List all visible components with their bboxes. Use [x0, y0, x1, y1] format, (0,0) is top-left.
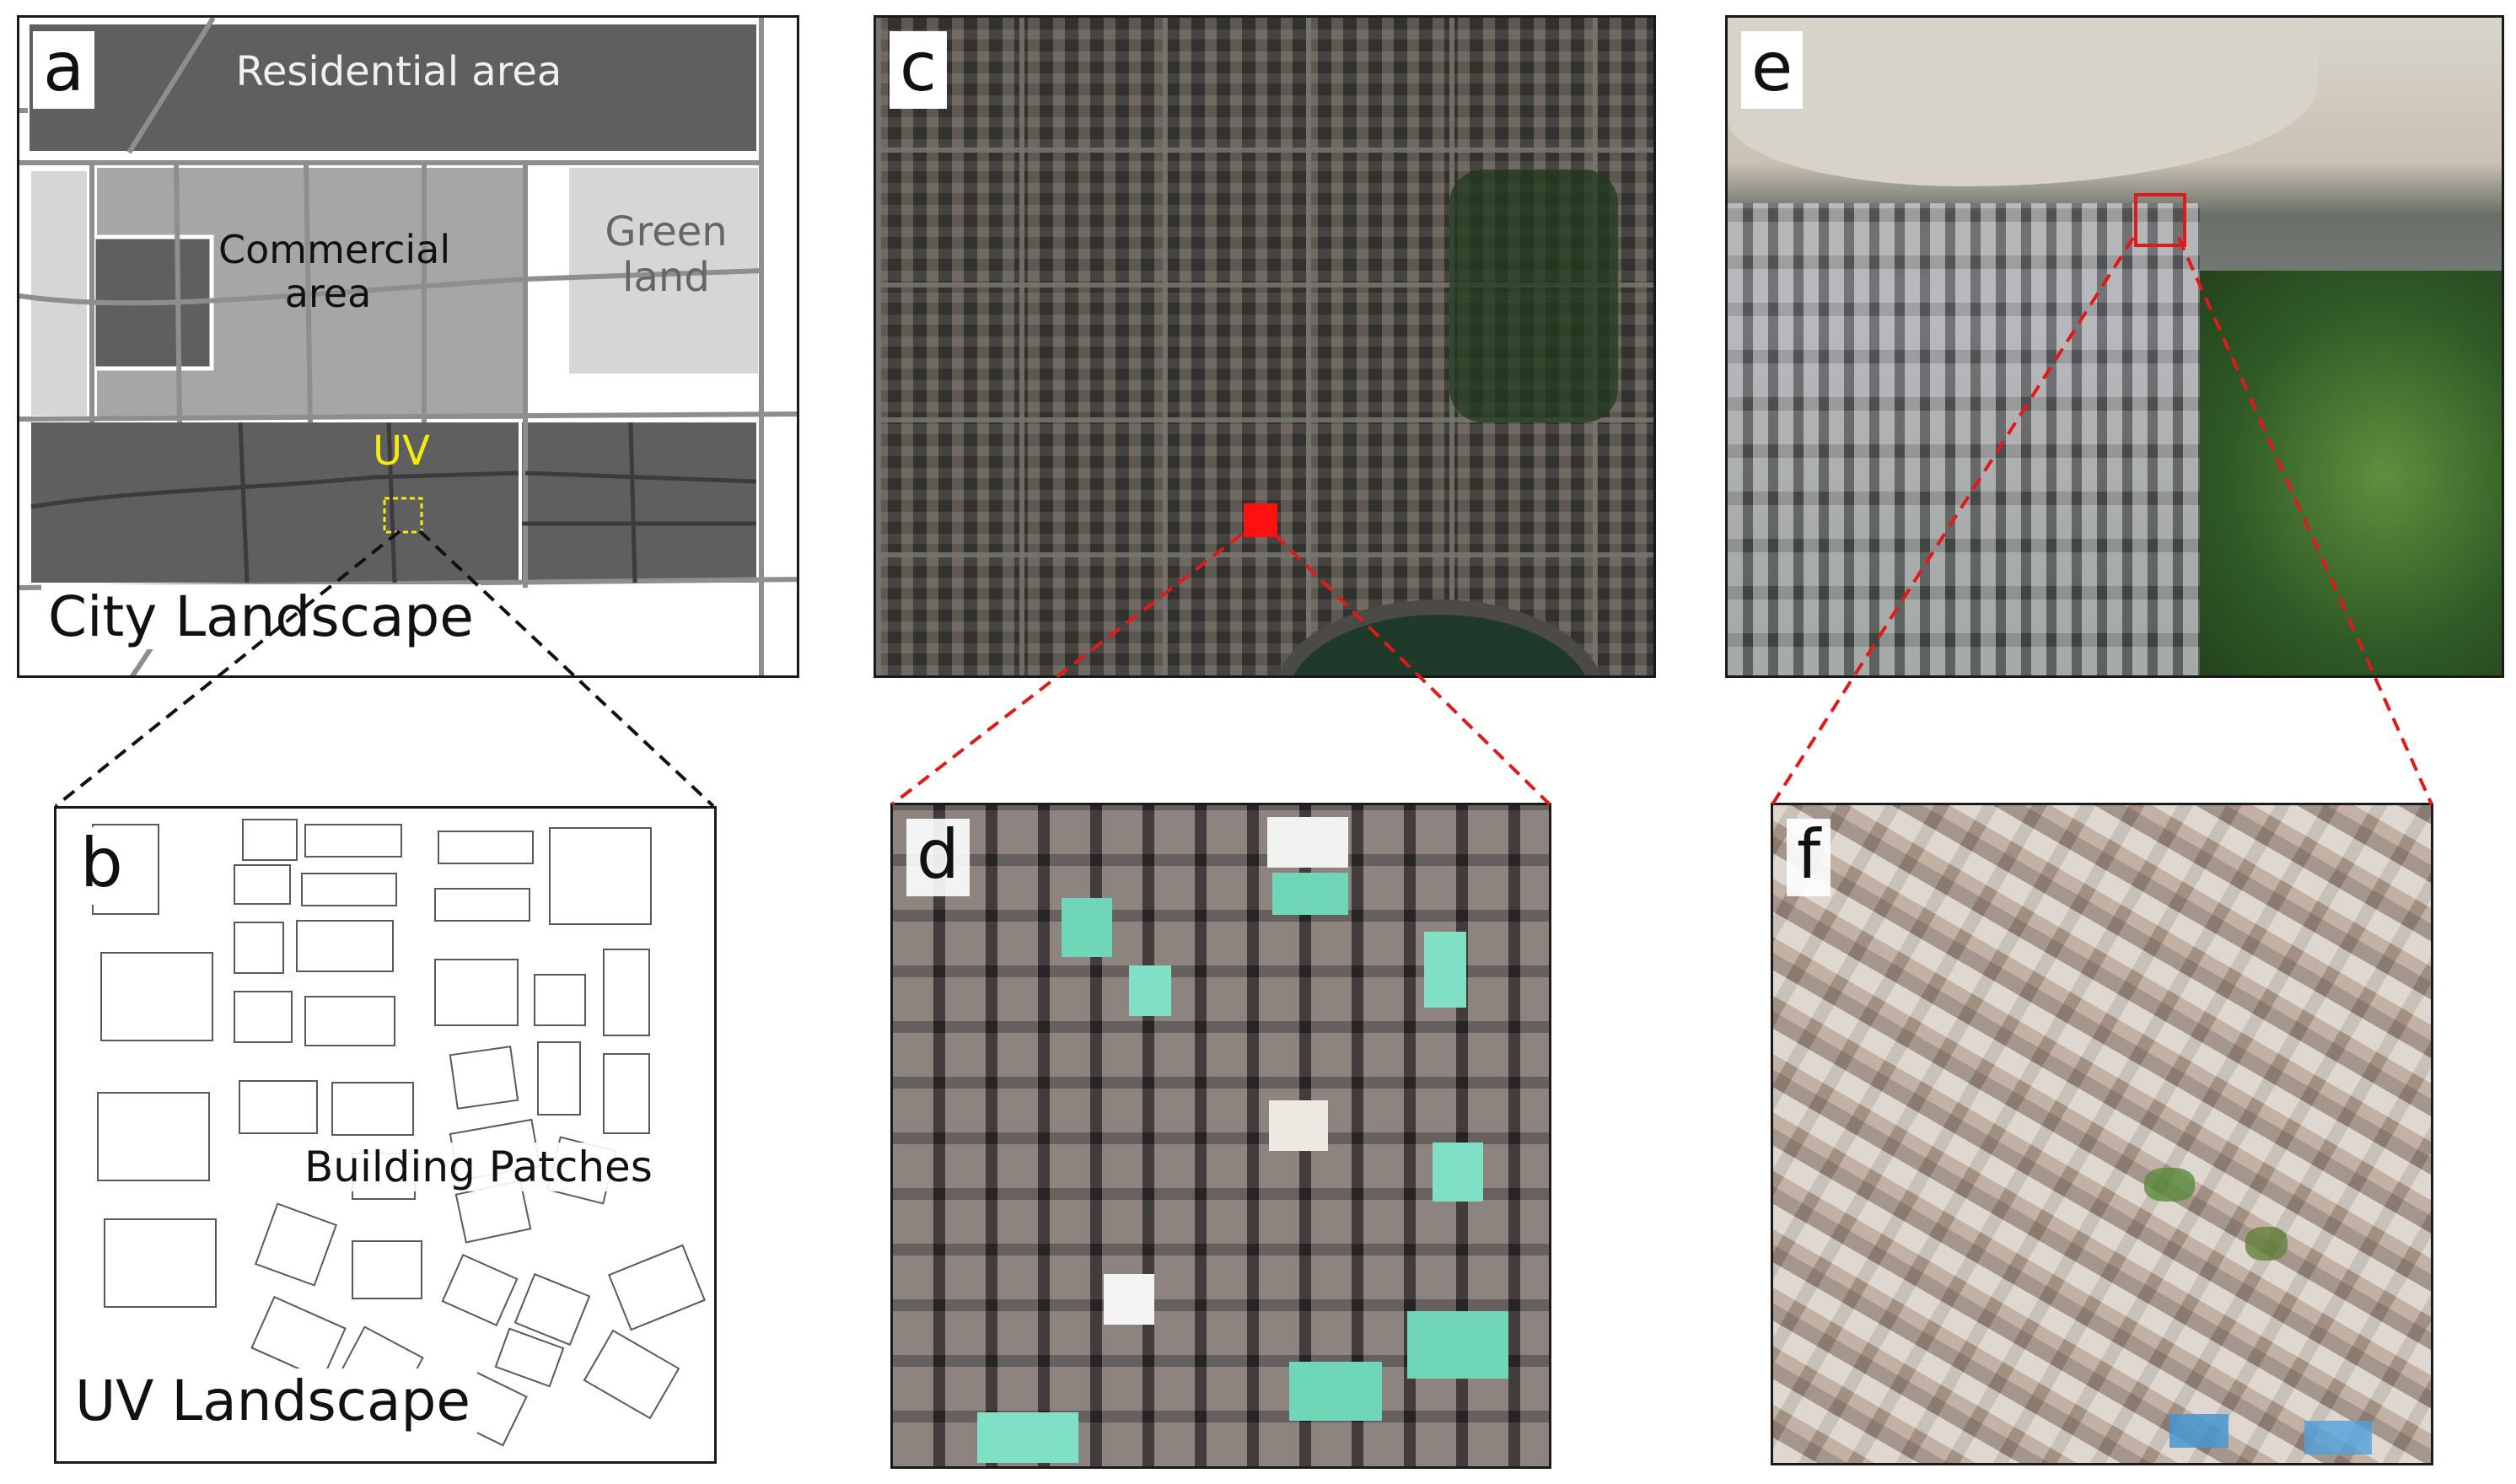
green-land-label: Green land: [605, 208, 728, 301]
cyan-roof: [977, 1412, 1078, 1463]
green-roof: [2245, 1227, 2288, 1261]
building-patch: [104, 1218, 217, 1308]
cyan-roof: [1129, 965, 1171, 1016]
building-patch: [434, 888, 530, 922]
building-patch: [441, 1254, 519, 1326]
uv-highlight-box: [383, 497, 423, 534]
building-patches-label: Building Patches: [298, 1143, 659, 1191]
cyan-roof: [1433, 1143, 1483, 1202]
panel-f-zoomed-aerial: f: [1771, 803, 2433, 1465]
golf-course: [2200, 271, 2502, 675]
panel-c-satellite-image: c: [874, 15, 1656, 678]
panel-a-label: a: [33, 31, 95, 109]
building-patch: [438, 831, 534, 864]
building-patch: [242, 819, 298, 861]
cyan-roof: [1062, 898, 1112, 957]
blue-roof: [2169, 1414, 2228, 1448]
white-roof: [1267, 817, 1348, 868]
right-lower-block: [522, 422, 756, 583]
building-patch: [608, 1244, 706, 1331]
building-patch: [549, 827, 652, 925]
building-patch: [304, 996, 395, 1046]
panel-c-label: c: [890, 31, 947, 109]
panel-d-label: d: [906, 819, 970, 896]
building-patch: [583, 1329, 680, 1420]
river-area: [1272, 600, 1606, 675]
building-patch: [239, 1080, 318, 1134]
building-patch: [331, 1082, 414, 1136]
panel-a-city-landscape: Residential area Commercial area Green l…: [17, 15, 799, 678]
residential-area-label: Residential area: [235, 48, 562, 95]
park-area: [1449, 169, 1618, 422]
building-patch: [449, 1046, 519, 1110]
building-patch: [234, 922, 284, 974]
city-landscape-title: City Landscape: [41, 584, 481, 649]
city-blocks: [1728, 203, 2200, 675]
white-roof: [1269, 1100, 1328, 1151]
building-patch: [352, 1240, 422, 1299]
uv-label: UV: [373, 427, 430, 475]
cyan-roof: [1424, 932, 1466, 1008]
panel-e-aerial-photo: e: [1725, 15, 2504, 678]
cyan-roof: [1407, 1311, 1508, 1379]
panel-e-label: e: [1741, 31, 1804, 109]
building-patch: [234, 864, 291, 905]
left-strip-block: [31, 171, 87, 416]
building-patch: [603, 949, 650, 1036]
white-roof: [1104, 1274, 1154, 1325]
cyan-roof: [1289, 1362, 1382, 1421]
panel-b-uv-landscape: Building Patches UV Landscape b: [54, 806, 717, 1464]
building-patch: [301, 873, 397, 906]
building-patch: [254, 1202, 338, 1287]
residential-block: [30, 24, 756, 151]
panel-b-label: b: [70, 827, 133, 905]
cyan-roof: [1272, 873, 1348, 915]
building-patch: [296, 920, 394, 972]
building-patch: [234, 991, 293, 1043]
panel-f-label: f: [1787, 819, 1831, 896]
building-patch: [97, 1092, 210, 1181]
city-landscape-map: [19, 18, 797, 675]
building-patch: [100, 952, 213, 1041]
selected-region-marker: [1244, 503, 1277, 537]
building-patch: [603, 1053, 650, 1134]
uv-landscape-title: UV Landscape: [68, 1368, 477, 1433]
building-patch: [537, 1041, 581, 1116]
building-patch: [304, 824, 402, 858]
building-patch: [434, 959, 519, 1026]
blue-roof: [2304, 1421, 2372, 1454]
commercial-area-label: Commercial area: [218, 227, 451, 316]
building-patch: [534, 974, 586, 1026]
green-roof: [2144, 1168, 2195, 1202]
selected-region-box: [2134, 193, 2186, 247]
panel-d-zoomed-satellite: d: [890, 803, 1551, 1469]
bay-water: [1728, 18, 2318, 186]
